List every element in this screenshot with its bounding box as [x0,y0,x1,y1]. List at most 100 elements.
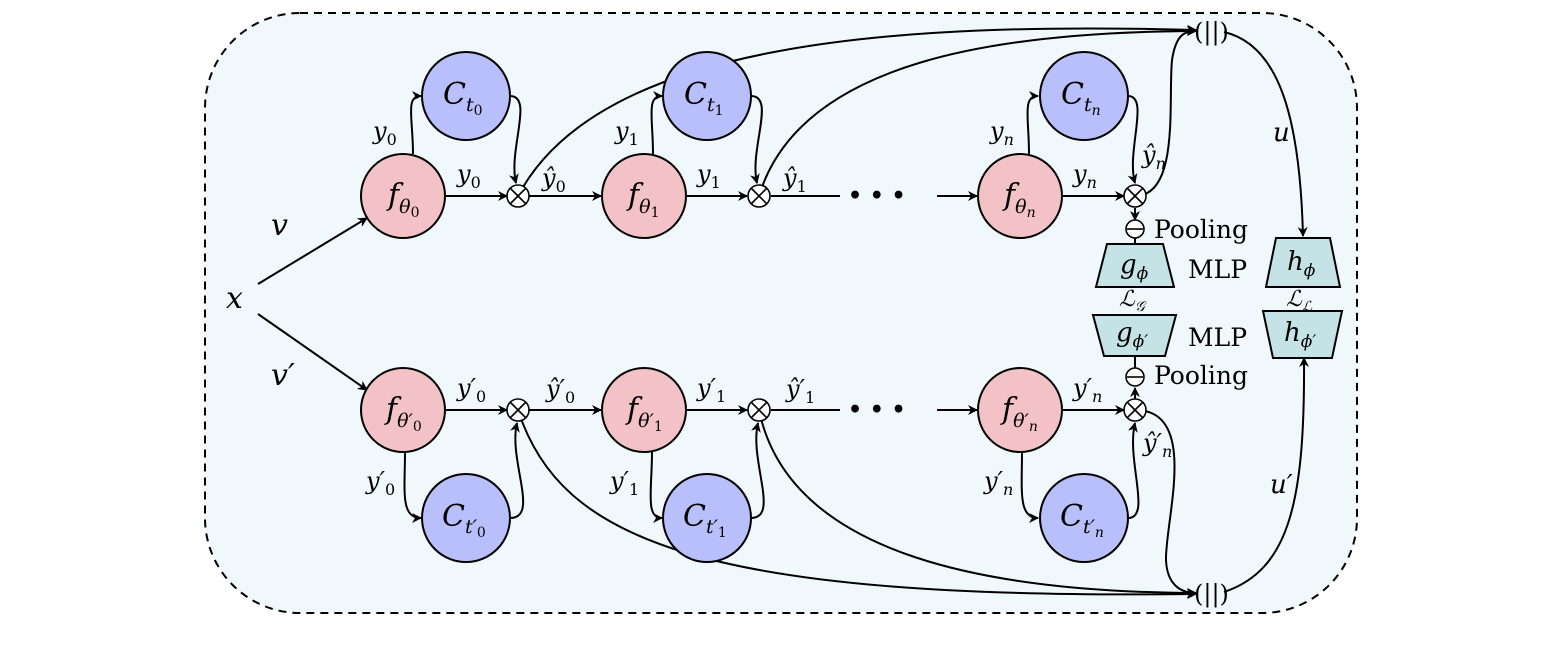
edge-top-multn-to-concat [1134,26,1197,197]
f-top-n-subsub: n [1027,205,1036,221]
f-node-top-n [977,153,1063,239]
svg-text:fθ′n: fθ′n [1000,392,1038,435]
c-node-bottom-1 [662,473,752,563]
mult-node-bottom-0 [506,398,530,422]
svg-text:ŷ′n: ŷ′n [1142,429,1172,461]
f-top-0-subsub: 0 [411,205,420,221]
label-bottom-y0-down: y′ [365,467,386,495]
svg-text:y′1: y′1 [609,467,639,499]
label-top-yhat1: ŷ [782,164,797,192]
label-bottom-y1-down-sub: 1 [629,480,639,499]
label-bottom-yhat0: ŷ′ [545,375,566,403]
input-x-label: x [226,281,243,316]
c-bottom-1-base: C [683,499,706,534]
c-bottom-0-base: C [442,499,465,534]
c-bottom-1-subsub: 1 [718,525,727,541]
svg-text:y0: y0 [456,160,481,192]
edge-bottom-fn-to-cn [1020,451,1039,523]
pooling-node-bottom [1125,367,1145,387]
svg-text:hϕ: hϕ [1287,247,1316,281]
svg-text:gϕ′: gϕ′ [1116,318,1148,352]
label-top-yhatn: ŷ [1141,141,1156,169]
svg-text:hϕ′: hϕ′ [1284,318,1316,352]
edge-top-mult0-to-concat [517,24,1197,197]
concat-node-bottom: (||) [1194,580,1229,609]
mult-node-top-n [1123,184,1147,208]
svg-text:Ct′n: Ct′n [1060,499,1104,541]
edge-top-mult1-to-concat [758,26,1197,197]
ellipsis-top: • • • [848,183,906,209]
c-top-0-sub: t [466,94,474,116]
svg-text:y′1: y′1 [696,374,726,406]
mlp-h-bottom: hϕ′ [1261,310,1344,359]
edge-top-f0-to-c0 [410,91,422,155]
label-top-yn-right: y [1072,160,1087,188]
h-phi-prime-sub: ϕ′ [1301,332,1317,352]
loss-l-base: ℒ [1286,287,1303,312]
label-bottom-y0-down-sub: 0 [385,480,395,499]
label-top-y1-up-sub: 1 [629,130,639,149]
edge-top-fn-to-cn [1026,91,1039,155]
top-row: fθ0 fθ1 fθn Ct0 Ct1 Ctn y0 y [360,51,1166,239]
c-bottom-1-sub: t′ [706,516,719,538]
svg-text:y0: y0 [372,117,397,149]
svg-text:Ct′1: Ct′1 [683,499,727,541]
svg-text:fθ′0: fθ′0 [384,392,422,435]
svg-text:ŷn: ŷn [1141,141,1166,173]
edge-bottom-c0-to-mult0 [509,422,525,519]
label-top-yhat0: ŷ [541,164,556,192]
loss-g-sub: 𝒢 [1135,299,1147,315]
f-bottom-0-sub: θ′ [397,410,413,432]
view-v-prime-label: v′ [271,358,295,393]
h-phi-sub: ϕ [1304,261,1316,281]
svg-text:y′0: y′0 [456,374,486,406]
c-bottom-0-subsub: 0 [477,525,486,541]
label-top-yn-up-sub: n [1004,130,1014,149]
f-top-1-sub: θ [639,196,651,218]
label-top-yhat0-sub: 0 [556,177,566,196]
svg-text:y′n: y′n [1072,374,1102,406]
c-bottom-0-sub: t′ [465,516,478,538]
label-bottom-yhat0-sub: 0 [565,388,575,407]
label-bottom-yhat1: ŷ′ [785,375,806,403]
c-node-bottom-0 [421,473,511,563]
g-phi-prime-sub: ϕ′ [1133,332,1149,352]
mult-node-bottom-n [1123,398,1147,422]
edge-bottom-multn-to-concat [1134,409,1197,598]
loss-l-sub: ℒ [1302,299,1313,315]
label-top-yhat1-sub: 1 [797,177,807,196]
label-top-y1-right-sub: 1 [711,173,721,192]
label-bottom-yhatn: ŷ′ [1142,429,1163,457]
c-node-top-n [1039,51,1129,141]
svg-text:y′0: y′0 [365,467,395,499]
f-bottom-n-sub: θ′ [1013,410,1029,432]
f-bottom-1-subsub: 1 [654,419,663,435]
bottom-row: fθ′0 fθ′1 fθ′n Ct′0 Ct′1 Ct′n y′0 y′0 [360,367,1172,563]
f-node-top-0 [360,153,446,239]
pooling-node-top [1125,219,1145,239]
edge-x-to-f0-top [257,217,368,285]
svg-text:ŷ0: ŷ0 [541,164,566,196]
svg-text:ŷ1: ŷ1 [782,164,807,196]
svg-text:Ct′0: Ct′0 [442,499,486,541]
label-bottom-yhatn-sub: n [1162,442,1172,461]
f-top-0-sub: θ [399,196,411,218]
c-bottom-n-subsub: n [1095,525,1104,541]
edge-bottom-cn-to-multn [1127,422,1140,519]
g-phi-base: g [1120,250,1137,280]
c-top-n-base: C [1061,77,1084,112]
c-bottom-n-base: C [1060,499,1083,534]
label-bottom-y0-right: y′ [456,374,477,402]
svg-text:Ct1: Ct1 [684,77,724,119]
label-top-yn-right-sub: n [1087,173,1097,192]
f-node-top-1 [601,153,687,239]
edge-bottom-f1-to-c1 [649,451,663,523]
svg-text:y1: y1 [614,117,639,149]
ellipsis-bottom: • • • [848,397,906,423]
label-bottom-yhat1-sub: 1 [805,388,815,407]
label-bottom-y1-down: y′ [609,467,630,495]
svg-text:y′n: y′n [983,467,1013,499]
mult-node-top-0 [506,184,530,208]
g-phi-prime-base: g [1116,318,1133,348]
edge-concat-bottom-to-h [1223,357,1310,593]
